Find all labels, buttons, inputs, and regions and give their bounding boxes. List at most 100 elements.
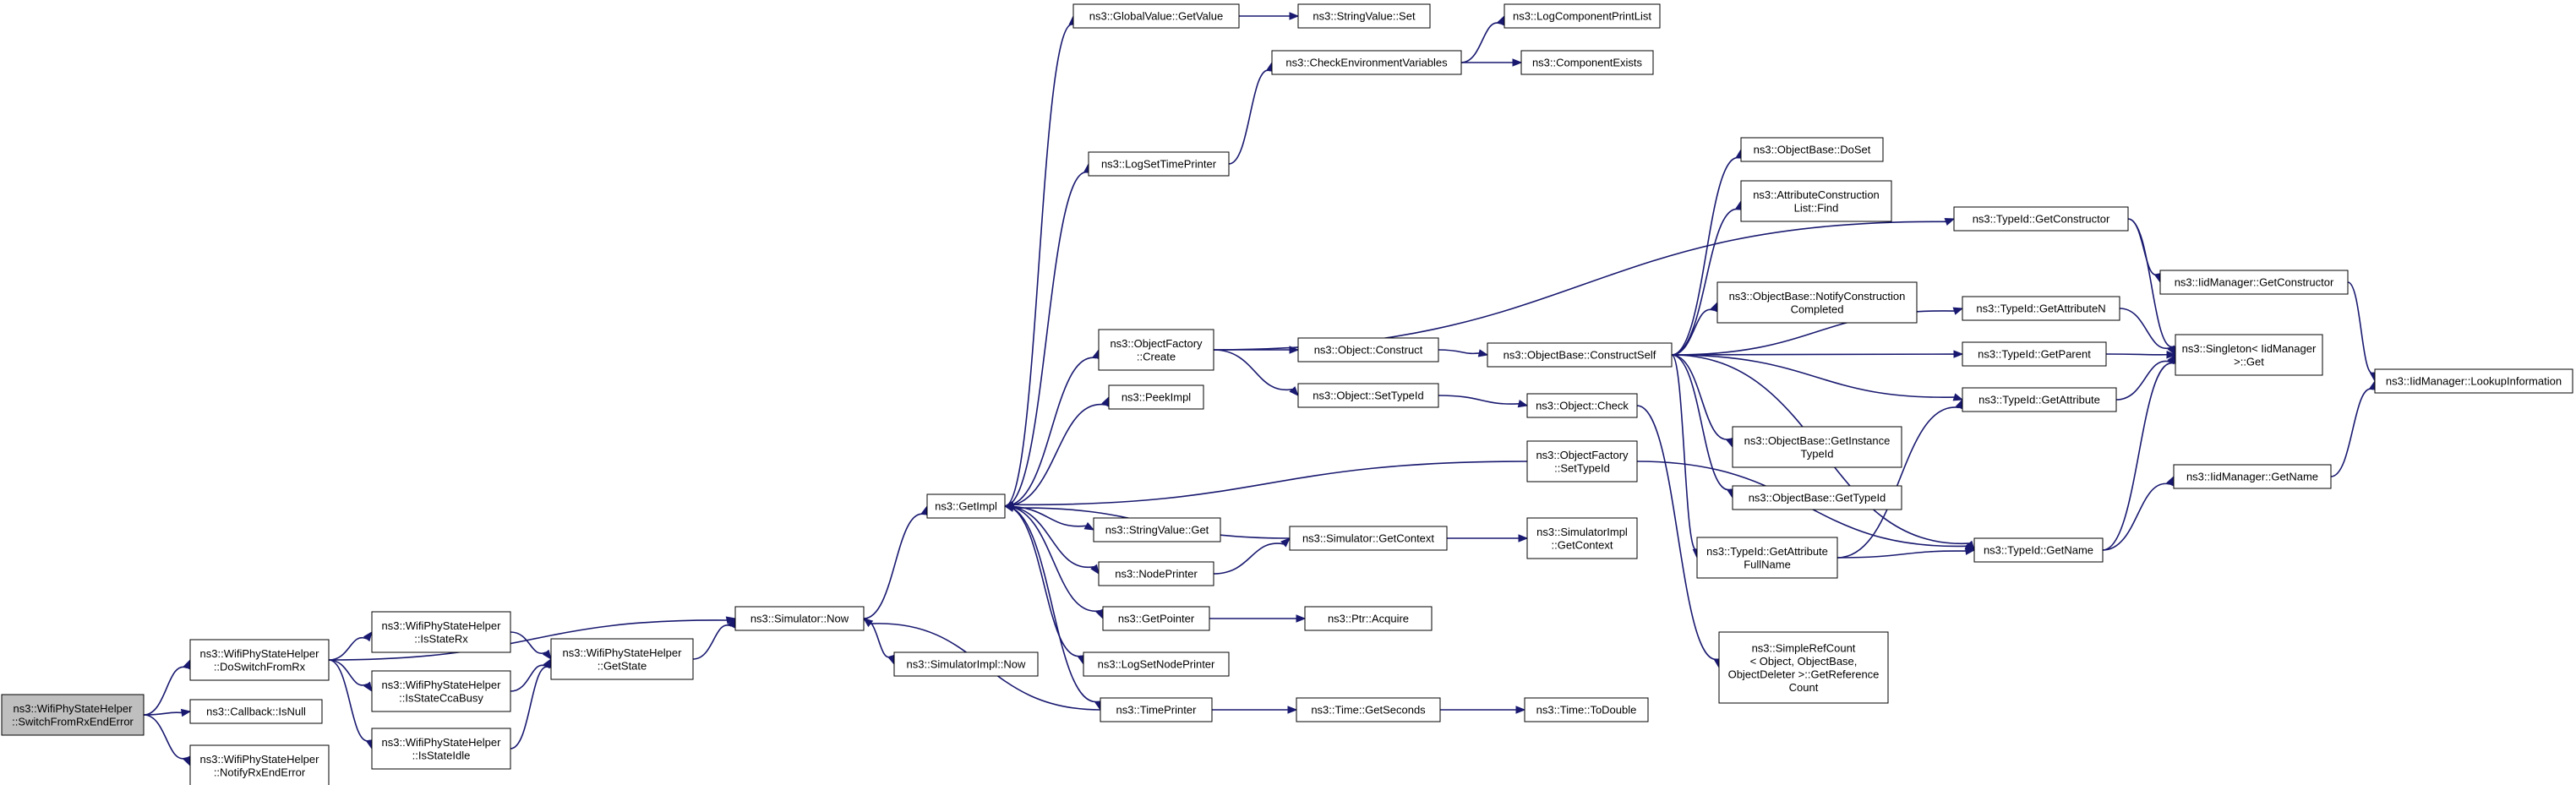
node-box (1696, 537, 1838, 579)
node-label: ns3::WifiPhyStateHelper (382, 619, 502, 632)
node-logSetNode[interactable]: ns3::LogSetNodePrinter (1083, 651, 1230, 677)
node-label: ns3::IidManager::GetConstructor (2175, 276, 2334, 289)
node-ofCreate[interactable]: ns3::ObjectFactory::Create (1098, 329, 1214, 371)
node-tidGetAttribute[interactable]: ns3::TypeId::GetAttribute (1962, 387, 2117, 412)
node-tidGetConstructor[interactable]: ns3::TypeId::GetConstructor (1953, 206, 2129, 232)
node-tidGetAttributeN[interactable]: ns3::TypeId::GetAttributeN (1962, 296, 2120, 321)
edge-line (143, 666, 188, 716)
node-box (734, 606, 865, 631)
node-doSwitch[interactable]: ns3::WifiPhyStateHelper::DoSwitchFromRx (189, 639, 330, 681)
node-label: ::IsStateRx (414, 632, 468, 645)
node-isRx[interactable]: ns3::WifiPhyStateHelper::IsStateRx (371, 611, 511, 653)
node-ofSetTypeId[interactable]: ns3::ObjectFactory::SetTypeId (1526, 440, 1638, 482)
edge-arrowhead (1083, 521, 1095, 531)
node-simImplNow[interactable]: ns3::SimulatorImpl::Now (893, 651, 1039, 677)
edge-isCca-to-getState (510, 657, 552, 692)
node-iidLookup[interactable]: ns3::IidManager::LookupInformation (2374, 368, 2573, 394)
node-box (189, 639, 330, 681)
node-label: ns3::AttributeConstruction (1753, 188, 1880, 201)
node-svGet[interactable]: ns3::StringValue::Get (1093, 517, 1221, 542)
node-box (1098, 329, 1214, 371)
node-box (371, 728, 511, 770)
node-label: ns3::Time::ToDouble (1536, 704, 1637, 717)
node-objConstruct[interactable]: ns3::Object::Construct (1297, 337, 1439, 363)
node-nodePrinter[interactable]: ns3::NodePrinter (1098, 561, 1214, 586)
edge-arrowhead (363, 630, 373, 642)
node-tidGetParent[interactable]: ns3::TypeId::GetParent (1962, 341, 2107, 367)
node-isCca[interactable]: ns3::WifiPhyStateHelper::IsStateCcaBusy (371, 670, 511, 712)
edge-arrowhead (1952, 393, 1964, 401)
node-label: < Object, ObjectBase, (1750, 655, 1858, 668)
edge-line (1438, 395, 1520, 405)
node-root[interactable]: ns3::WifiPhyStateHelper::SwitchFromRxEnd… (1, 694, 145, 736)
node-simpleRef[interactable]: ns3::SimpleRefCount< Object, ObjectBase,… (1718, 631, 1889, 704)
edge-line (1636, 405, 1718, 660)
node-tidGetName[interactable]: ns3::TypeId::GetName (1973, 537, 2104, 563)
node-label: ::GetState (598, 659, 647, 672)
node-obDoSet[interactable]: ns3::ObjectBase::DoSet (1740, 137, 1884, 162)
node-objCheck[interactable]: ns3::Object::Check (1526, 393, 1638, 418)
edge-line (2127, 218, 2158, 275)
edge-arrowhead (363, 681, 373, 693)
node-objSetTypeId[interactable]: ns3::Object::SetTypeId (1297, 383, 1439, 408)
edge-getImpl-to-nodePrinter (1004, 505, 1100, 575)
node-compExists[interactable]: ns3::ComponentExists (1520, 50, 1654, 75)
edge-arrowhead (862, 618, 874, 628)
node-ptrAcquire[interactable]: ns3::Ptr::Acquire (1304, 606, 1433, 631)
node-getImpl[interactable]: ns3::GetImpl (926, 493, 1006, 519)
node-simGetContext[interactable]: ns3::Simulator::GetContext (1289, 526, 1448, 551)
node-getPointer[interactable]: ns3::GetPointer (1102, 606, 1210, 631)
node-box (1732, 426, 1902, 468)
node-box (1296, 697, 1441, 722)
node-label: ::Create (1137, 350, 1176, 363)
edge-doSwitch-to-isRx (328, 630, 373, 661)
node-label: ::IsStateCcaBusy (399, 691, 483, 704)
node-label: ::SwitchFromRxEndError (12, 715, 134, 728)
node-getState[interactable]: ns3::WifiPhyStateHelper::GetState (550, 638, 694, 680)
edge-line (1213, 349, 1293, 391)
node-box (893, 651, 1039, 677)
node-simImplGetContext[interactable]: ns3::SimulatorImpl::GetContext (1526, 517, 1638, 559)
node-obGetTypeId[interactable]: ns3::ObjectBase::GetTypeId (1732, 485, 1902, 510)
edge-getImpl-to-timePrinter (1004, 505, 1103, 711)
edge-line (692, 624, 732, 660)
edge-getImpl-to-svGet (1004, 505, 1095, 531)
edge-line (2330, 388, 2374, 477)
node-box (1520, 50, 1654, 75)
edge-line (1228, 69, 1271, 165)
node-timeGetSeconds[interactable]: ns3::Time::GetSeconds (1296, 697, 1441, 722)
edge-getImpl-to-gvGetValue (1004, 14, 1077, 507)
node-obNotify[interactable]: ns3::ObjectBase::NotifyConstructionCompl… (1716, 281, 1918, 324)
edge-line (863, 513, 925, 619)
node-iidGetName[interactable]: ns3::IidManager::GetName (2173, 464, 2332, 489)
node-label: ns3::IidManager::LookupInformation (2386, 375, 2562, 388)
edge-line (2105, 353, 2168, 356)
node-label: TypeId (1800, 447, 1833, 460)
node-notifyRx[interactable]: ns3::WifiPhyStateHelper::NotifyRxEndErro… (189, 744, 330, 785)
node-timeToDouble[interactable]: ns3::Time::ToDouble (1524, 697, 1649, 722)
node-box (1953, 206, 2129, 232)
edge-line (1438, 349, 1480, 355)
node-gvGetValue[interactable]: ns3::GlobalValue::GetValue (1072, 3, 1240, 29)
node-label: ns3::PeekImpl (1122, 391, 1191, 404)
node-box (1297, 3, 1431, 29)
node-logSetTime[interactable]: ns3::LogSetTimePrinter (1088, 151, 1230, 177)
node-label: ns3::WifiPhyStateHelper (563, 646, 683, 659)
node-label: ns3::WifiPhyStateHelper (14, 702, 134, 715)
node-simNow[interactable]: ns3::Simulator::Now (734, 606, 865, 631)
node-timePrinter[interactable]: ns3::TimePrinter (1100, 697, 1213, 722)
node-svSet[interactable]: ns3::StringValue::Set (1297, 3, 1431, 29)
node-checkEnv[interactable]: ns3::CheckEnvironmentVariables (1271, 50, 1462, 75)
node-singletonGet[interactable]: ns3::Singleton< IidManager >::Get (2175, 334, 2323, 376)
node-logCompList[interactable]: ns3::LogComponentPrintList (1504, 3, 1661, 29)
node-isNull[interactable]: ns3::Callback::IsNull (189, 699, 323, 724)
node-box (2173, 464, 2332, 489)
node-box (1962, 296, 2120, 321)
node-isIdle[interactable]: ns3::WifiPhyStateHelper::IsStateIdle (371, 728, 511, 770)
node-peekImpl[interactable]: ns3::PeekImpl (1108, 384, 1204, 410)
node-iidGetConstructor[interactable]: ns3::IidManager::GetConstructor (2159, 270, 2349, 295)
node-obConstructSelf[interactable]: ns3::ObjectBase::ConstructSelf (1487, 342, 1673, 368)
